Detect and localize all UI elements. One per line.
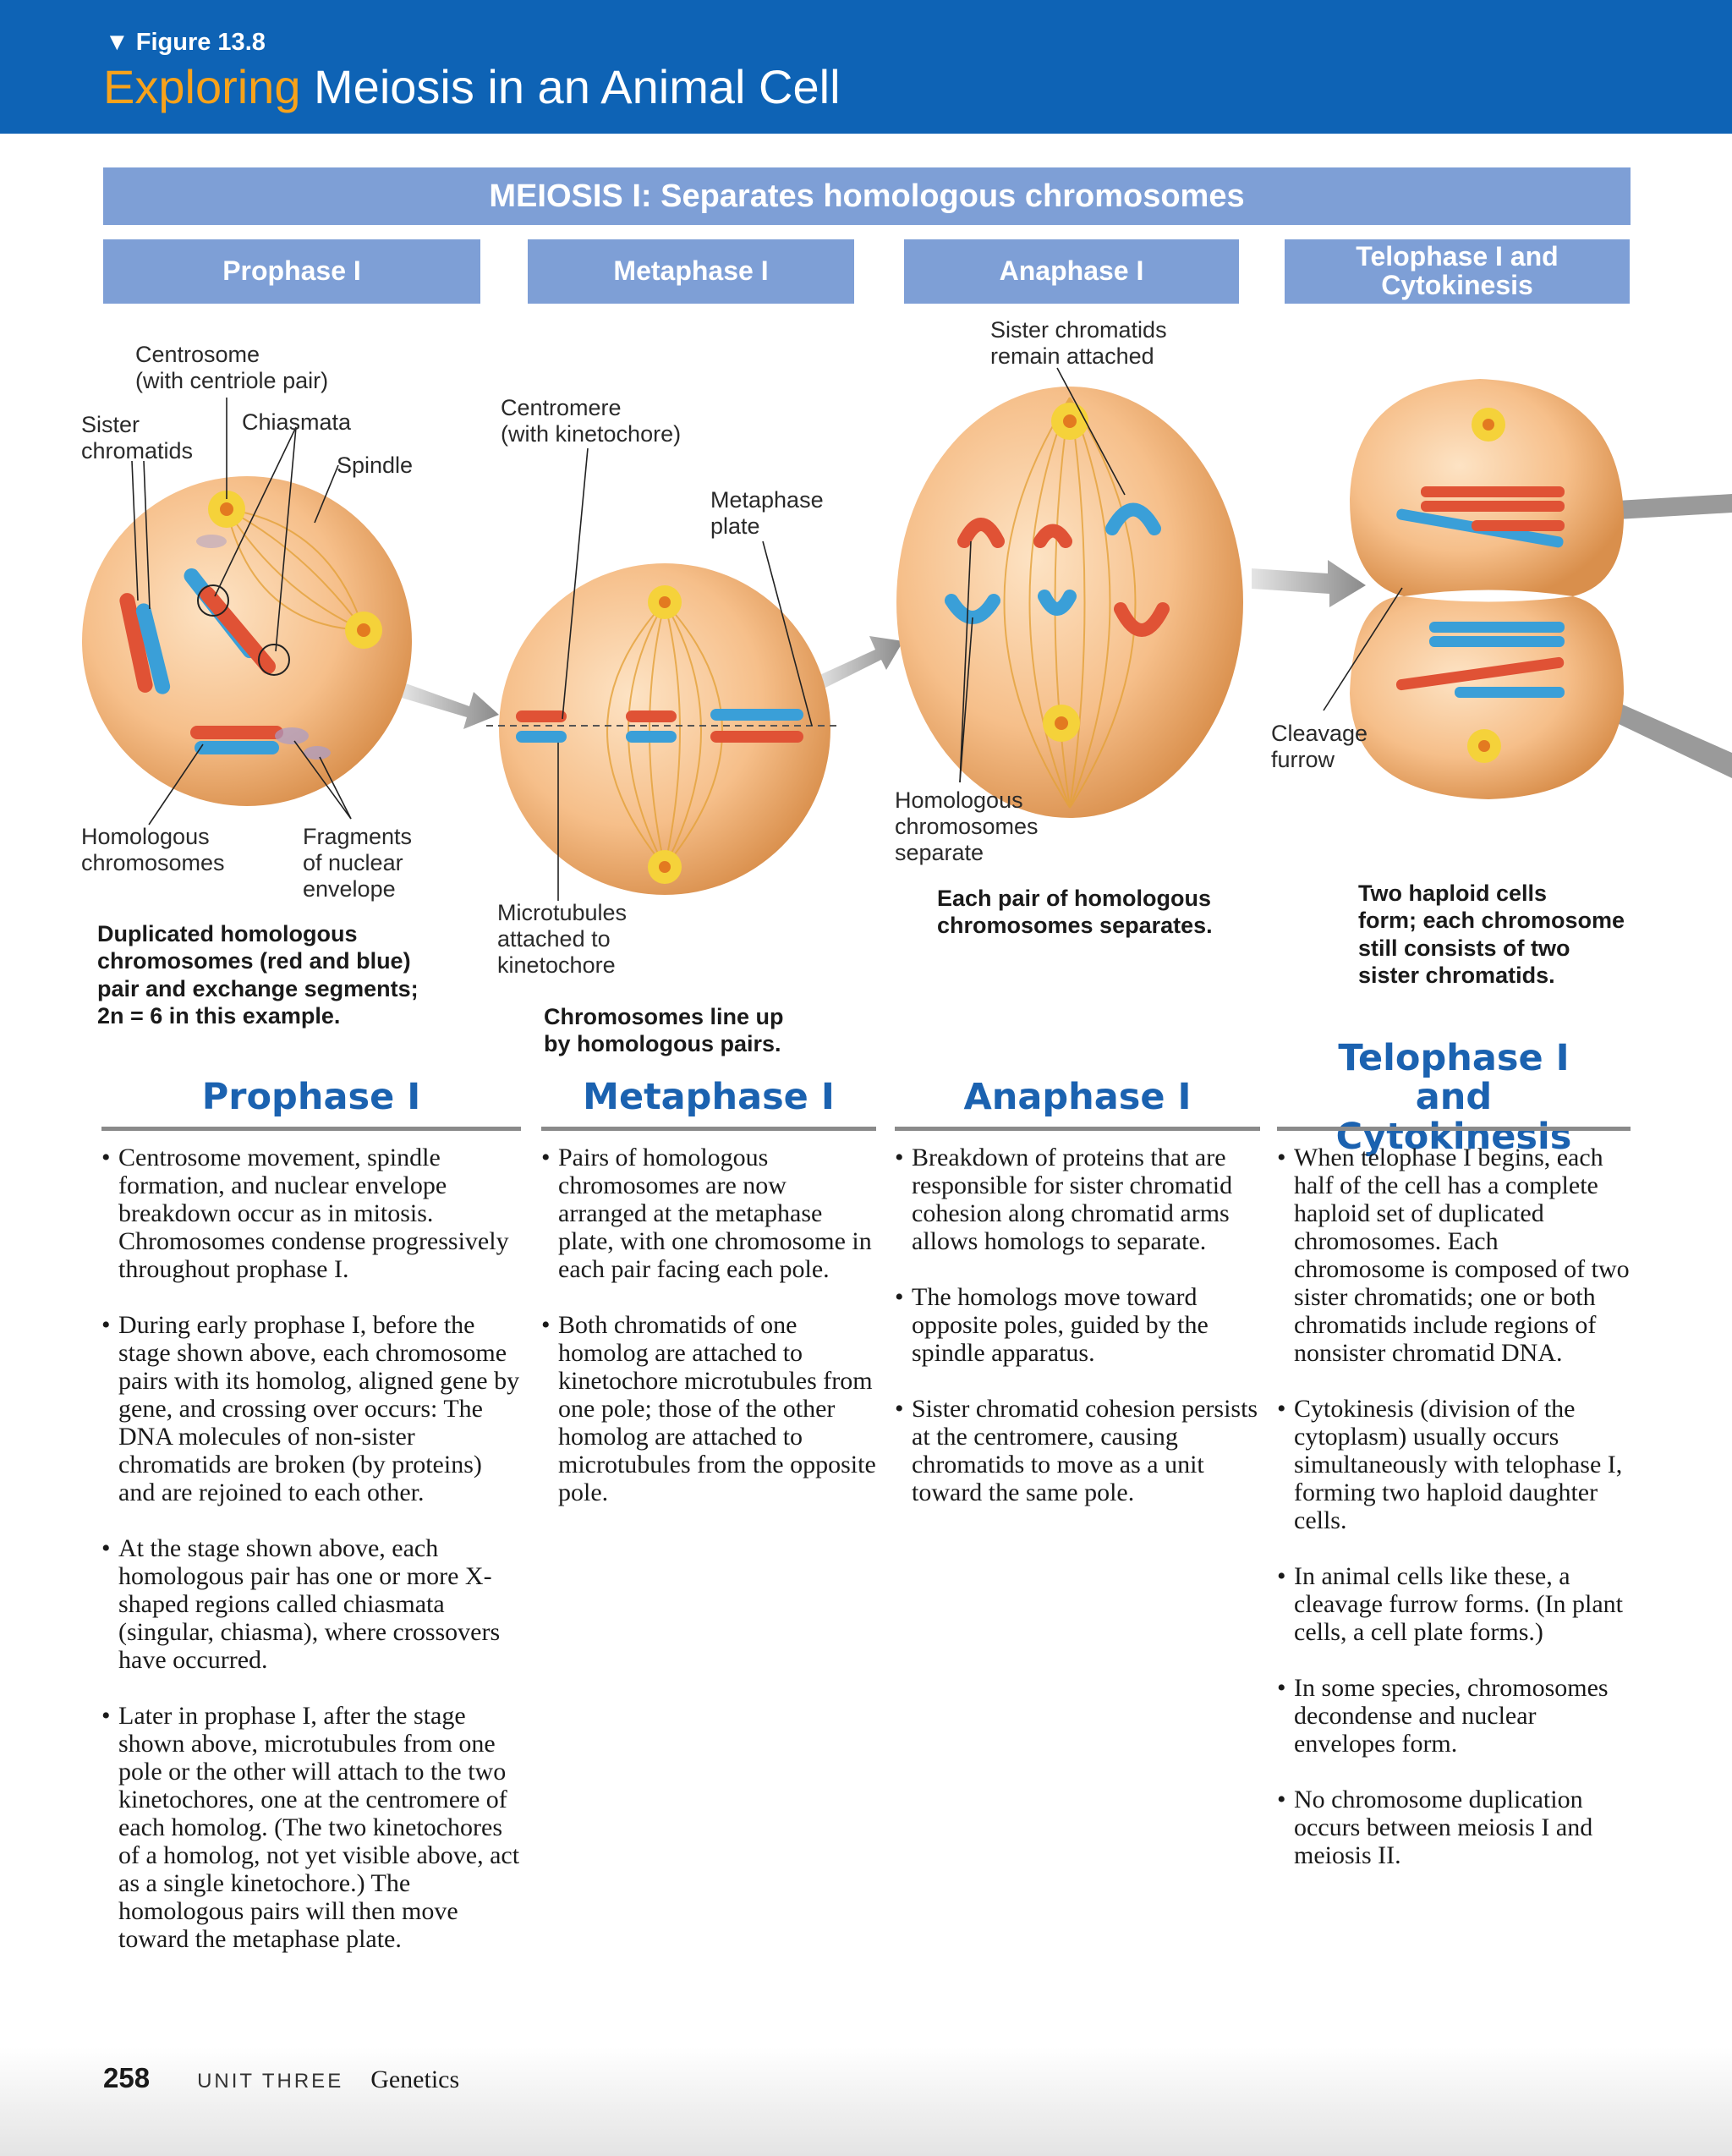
divider bbox=[895, 1127, 1260, 1131]
arrow-prophase-to-metaphase bbox=[402, 683, 499, 729]
bullet: Breakdown of proteins that are responsib… bbox=[895, 1144, 1267, 1255]
centrosome-icon bbox=[208, 491, 245, 528]
centrosome-icon bbox=[1051, 403, 1088, 440]
prophase-leader-lines bbox=[131, 398, 352, 826]
label-spindle: Spindle bbox=[337, 453, 413, 478]
heading-telophase: Telophase I and Cytokinesis bbox=[1277, 1039, 1631, 1156]
caption-line: sister chromatids. bbox=[1358, 963, 1555, 989]
bullet: Later in prophase I, after the stage sho… bbox=[101, 1702, 524, 1953]
caption-anaphase: Each pair of homologous chromosomes sepa… bbox=[937, 885, 1213, 940]
centrosome-icon bbox=[648, 850, 682, 884]
caption-line: chromosomes (red and blue) bbox=[97, 948, 411, 974]
anaphase-cell bbox=[896, 387, 1243, 818]
figure-label: ▼ Figure 13.8 bbox=[105, 29, 266, 56]
bullet: Both chromatids of one homolog are attac… bbox=[541, 1311, 876, 1506]
caption-line: Duplicated homologous bbox=[97, 921, 358, 946]
label-centromere: Centromere(with kinetochore) bbox=[501, 395, 681, 447]
bullet: In animal cells like these, a cleavage f… bbox=[1277, 1562, 1631, 1646]
page-bottom-shade bbox=[0, 2047, 1732, 2156]
figure-title: Exploring Meiosis in an Animal Cell bbox=[103, 59, 841, 114]
caption-line: Two haploid cells bbox=[1358, 881, 1548, 906]
centrosome-icon bbox=[345, 612, 382, 649]
bullet: When telophase I begins, each half of th… bbox=[1277, 1144, 1631, 1367]
figure-header: ▼ Figure 13.8 Exploring Meiosis in an An… bbox=[0, 0, 1732, 134]
caption-metaphase: Chromosomes line up by homologous pairs. bbox=[544, 1003, 784, 1058]
bullet: During early prophase I, before the stag… bbox=[101, 1311, 524, 1506]
heading-anaphase: Anaphase I bbox=[963, 1076, 1192, 1118]
centrosome-icon bbox=[648, 585, 682, 619]
divider bbox=[1277, 1127, 1631, 1131]
cleavage-leader-line bbox=[1323, 587, 1403, 711]
centrosome-icon bbox=[1472, 408, 1505, 442]
bullet: Sister chromatid cohesion persists at th… bbox=[895, 1395, 1267, 1506]
metaphase-cell bbox=[486, 563, 837, 895]
centrosome-icon bbox=[1467, 729, 1501, 763]
anaphase-chromosomes bbox=[945, 502, 1170, 637]
column-metaphase: Pairs of homologous chromosomes are now … bbox=[541, 1144, 876, 1534]
caption-line: 2n = 6 in this example. bbox=[97, 1003, 341, 1029]
caption-telophase: Two haploid cells form; each chromosome … bbox=[1358, 880, 1625, 990]
label-chiasmata: Chiasmata bbox=[242, 409, 352, 435]
centrosome-icon bbox=[1043, 705, 1080, 742]
label-centrosome: Centrosome(with centriole pair) bbox=[135, 342, 328, 393]
telophase-top-chromosomes bbox=[1396, 486, 1565, 548]
caption-line: pair and exchange segments; bbox=[97, 975, 419, 1001]
caption-line: by homologous pairs. bbox=[544, 1031, 781, 1057]
column-prophase: Centrosome movement, spindle formation, … bbox=[101, 1144, 524, 1981]
bullet: At the stage shown above, each homologou… bbox=[101, 1534, 524, 1674]
heading-prophase: Prophase I bbox=[201, 1076, 421, 1118]
caption-line: Each pair of homologous bbox=[937, 886, 1212, 911]
page-number: 258 bbox=[103, 2062, 151, 2093]
heading-metaphase: Metaphase I bbox=[583, 1076, 835, 1118]
caption-line: still consists of two bbox=[1358, 935, 1570, 961]
page-footer: 258 UNIT THREE Genetics bbox=[103, 2062, 459, 2094]
tab-metaphase: Metaphase I bbox=[528, 239, 854, 304]
caption-line: form; each chromosome bbox=[1358, 908, 1625, 934]
column-anaphase: Breakdown of proteins that are responsib… bbox=[895, 1144, 1267, 1534]
column-telophase: When telophase I begins, each half of th… bbox=[1277, 1144, 1631, 1897]
arrow-telophase-out-bottom bbox=[1617, 702, 1732, 778]
bullet: Cytokinesis (division of the cytoplasm) … bbox=[1277, 1395, 1631, 1534]
meiosis-banner: MEIOSIS I: Separates homologous chromoso… bbox=[103, 167, 1631, 225]
tab-telophase-label: Telophase I and Cytokinesis bbox=[1356, 241, 1559, 300]
caption-line: chromosomes separates. bbox=[937, 913, 1213, 939]
prophase-cell bbox=[82, 476, 412, 806]
unit-label: UNIT THREE bbox=[197, 2070, 344, 2093]
bullet: In some species, chromosomes decondense … bbox=[1277, 1674, 1631, 1758]
telophase-cells bbox=[1350, 379, 1624, 799]
divider bbox=[541, 1127, 876, 1131]
tab-prophase: Prophase I bbox=[103, 239, 480, 304]
arrow-anaphase-to-telophase bbox=[1252, 560, 1366, 607]
anaphase-leader-lines bbox=[959, 367, 1126, 783]
tab-telophase: Telophase I and Cytokinesis bbox=[1285, 239, 1630, 304]
bullet: The homologs move toward opposite poles,… bbox=[895, 1283, 1267, 1367]
caption-line: Chromosomes line up bbox=[544, 1004, 784, 1029]
metaphase-leader-lines bbox=[557, 447, 813, 901]
metaphase-chromosomes bbox=[516, 709, 803, 743]
title-accent: Exploring bbox=[103, 60, 301, 113]
arrow-telophase-out-top bbox=[1617, 494, 1732, 519]
arrow-metaphase-to-anaphase bbox=[816, 636, 903, 689]
bullet: Pairs of homologous chromosomes are now … bbox=[541, 1144, 876, 1283]
divider bbox=[101, 1127, 521, 1131]
telophase-bottom-chromosomes bbox=[1395, 622, 1565, 698]
caption-prophase: Duplicated homologous chromosomes (red a… bbox=[97, 920, 419, 1030]
title-rest: Meiosis in an Animal Cell bbox=[300, 60, 841, 113]
heading-telophase-text: Telophase I and Cytokinesis bbox=[1335, 1037, 1572, 1158]
section-label: Genetics bbox=[370, 2065, 460, 2093]
tab-anaphase: Anaphase I bbox=[904, 239, 1239, 304]
bullet: Centrosome movement, spindle formation, … bbox=[101, 1144, 524, 1283]
bullet: No chromosome duplication occurs between… bbox=[1277, 1786, 1631, 1869]
